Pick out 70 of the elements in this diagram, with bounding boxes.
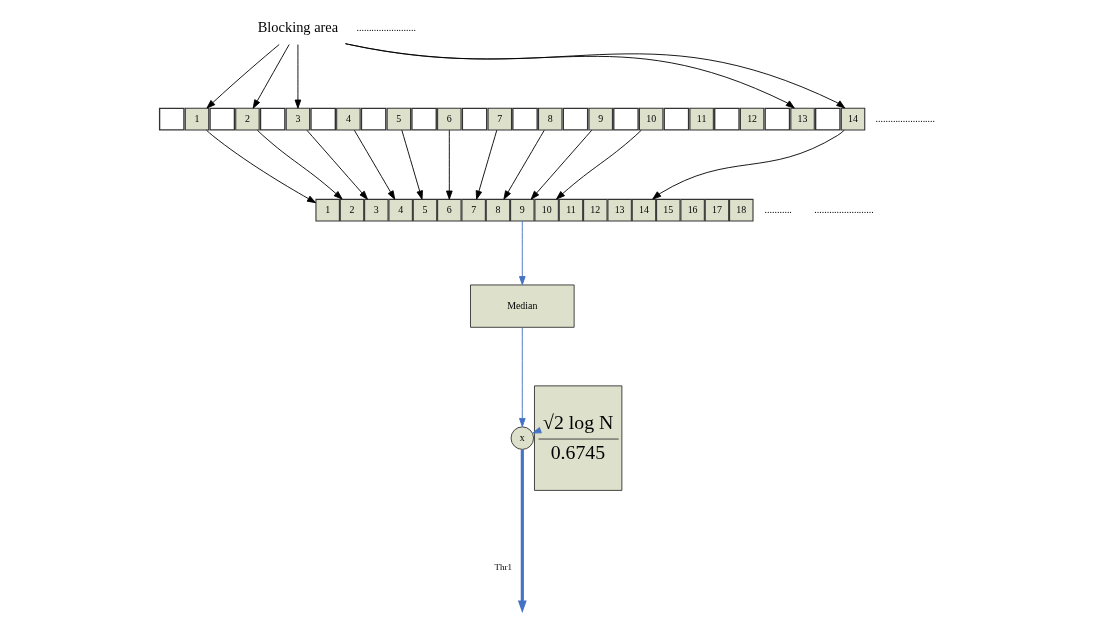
node-box bbox=[461, 107, 487, 131]
node-box: 4 bbox=[335, 107, 361, 131]
node-box: 10 bbox=[638, 107, 663, 131]
arrow bbox=[305, 129, 368, 200]
node-box: 10 bbox=[533, 198, 559, 222]
node-box bbox=[360, 107, 386, 131]
node-box: 1 bbox=[184, 107, 209, 131]
node-box: Median bbox=[469, 284, 575, 328]
arrow bbox=[256, 129, 343, 200]
node-box: 1 bbox=[314, 198, 340, 222]
node-box: 18 bbox=[728, 198, 754, 222]
label: ........................ bbox=[875, 112, 935, 124]
node-box: 9 bbox=[509, 198, 535, 222]
arrow bbox=[206, 44, 280, 109]
edge-label: Thr1 bbox=[494, 561, 512, 572]
node-box: 2 bbox=[234, 107, 260, 131]
arrow bbox=[518, 326, 526, 428]
node-box: 11 bbox=[688, 107, 714, 131]
arrow bbox=[205, 129, 316, 204]
arrow bbox=[555, 129, 642, 200]
node-box bbox=[663, 107, 689, 131]
node-box: 6 bbox=[436, 198, 462, 222]
node-box: 17 bbox=[704, 198, 729, 222]
node-box: 3 bbox=[363, 198, 389, 222]
node-box: 4 bbox=[387, 198, 413, 222]
node-box bbox=[158, 107, 185, 131]
arrow bbox=[502, 129, 545, 200]
node-box: 14 bbox=[840, 107, 865, 131]
arrow bbox=[518, 220, 526, 286]
node-box: 13 bbox=[789, 107, 815, 131]
arrow bbox=[445, 129, 453, 200]
node-box: 14 bbox=[631, 198, 656, 222]
arrow bbox=[651, 129, 845, 200]
node-box: 13 bbox=[606, 198, 632, 222]
arrow bbox=[294, 44, 301, 109]
node-box: 6 bbox=[436, 107, 462, 131]
node-box bbox=[309, 107, 336, 131]
node-box: 2 bbox=[339, 198, 364, 222]
node-box: 9 bbox=[587, 107, 613, 131]
arrow bbox=[530, 129, 592, 200]
label: ........................ bbox=[813, 203, 874, 215]
node-box bbox=[511, 107, 538, 131]
node-box: 8 bbox=[485, 198, 510, 222]
node-text: Blocking area bbox=[257, 18, 338, 35]
node-box: 12 bbox=[582, 198, 608, 222]
node-box: 16 bbox=[679, 198, 705, 222]
node-box bbox=[612, 107, 639, 131]
node-box bbox=[814, 107, 841, 131]
node-box: 7 bbox=[487, 107, 512, 131]
label: ........... bbox=[764, 203, 792, 215]
arrow bbox=[353, 129, 395, 200]
label: ........................ bbox=[356, 21, 416, 33]
node-box: 5 bbox=[412, 198, 437, 222]
node-box bbox=[410, 107, 437, 131]
arrow bbox=[475, 129, 497, 200]
node-box: 3 bbox=[285, 107, 310, 131]
node-box: 12 bbox=[739, 107, 764, 131]
node-box: 7 bbox=[460, 198, 486, 222]
node-box bbox=[562, 107, 588, 131]
node-box bbox=[259, 107, 286, 131]
node-box: 15 bbox=[655, 198, 681, 222]
node-box bbox=[764, 107, 790, 131]
arrow bbox=[400, 129, 423, 200]
node-box bbox=[208, 107, 235, 131]
node-box: 5 bbox=[386, 107, 411, 131]
node-box bbox=[713, 107, 740, 131]
node-box: 8 bbox=[537, 107, 562, 131]
arrow bbox=[517, 449, 527, 613]
node-box: 11 bbox=[558, 198, 583, 222]
arrow bbox=[252, 44, 290, 109]
